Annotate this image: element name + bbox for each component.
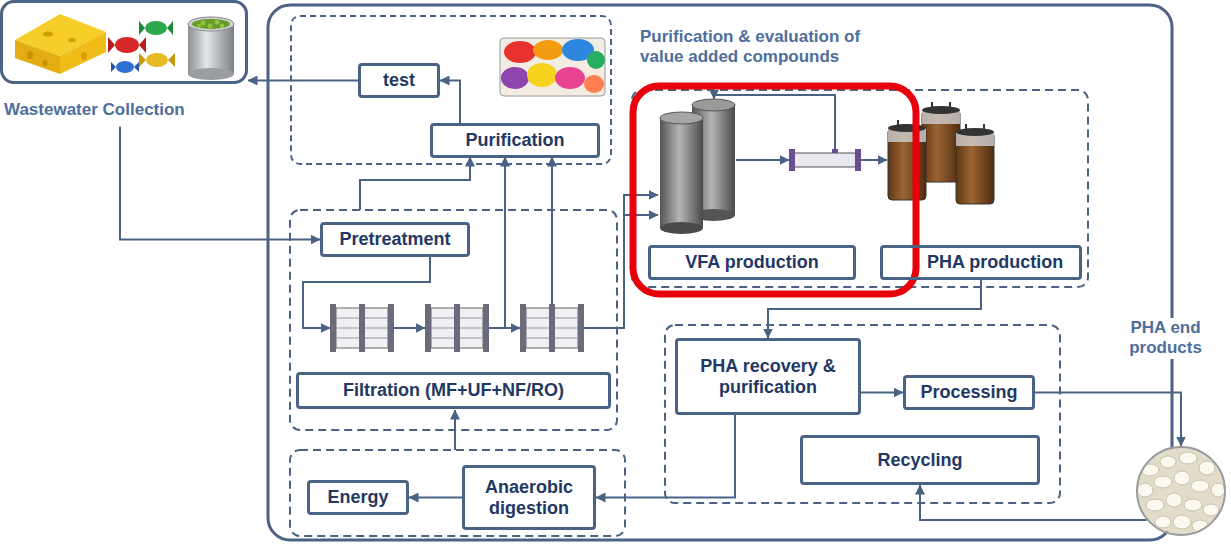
- box-label: Energy: [327, 487, 388, 508]
- pha-pellets-image: [1130, 440, 1231, 542]
- process-box: VFA production: [648, 245, 856, 280]
- membrane-tube: [789, 149, 861, 171]
- process-box: Purification: [430, 123, 600, 158]
- highlight-frame: [633, 86, 916, 294]
- vfa-tanks: [660, 99, 735, 234]
- connector-arrow: [409, 497, 462, 499]
- process-box: PHA production: [880, 245, 1082, 280]
- source-image-box: Wastewater Collection: [0, 0, 248, 84]
- outer-frame: [268, 5, 1172, 540]
- box-label: VFA production: [685, 252, 818, 273]
- dashed-group: Purification & evaluation of value added…: [290, 15, 612, 165]
- membrane-modules: [330, 304, 584, 352]
- connector-arrow: [768, 280, 981, 338]
- group-heading: Wastewater Collection: [4, 100, 244, 120]
- connector-arrow: [861, 392, 903, 394]
- pha-bioreactors: [888, 102, 994, 204]
- process-box: Pretreatment: [320, 222, 470, 257]
- connector-arrow: [1035, 393, 1181, 447]
- process-box: Anaerobic digestion: [462, 465, 596, 530]
- group-heading: PHA end products: [1118, 318, 1213, 359]
- box-label: Purification: [465, 130, 564, 151]
- coloured-powders-image: [500, 38, 605, 96]
- connector-arrow: [596, 415, 735, 498]
- process-box: Recycling: [800, 435, 1040, 485]
- process-box: PHA recovery & purification: [675, 338, 861, 415]
- product-image-circle: PHA end products: [1136, 446, 1226, 536]
- box-label: PHA production: [927, 252, 1063, 273]
- box-label: Processing: [920, 382, 1017, 403]
- box-label: Pretreatment: [339, 229, 450, 250]
- connector-arrow: [440, 81, 460, 124]
- process-box: Filtration (MF+UF+NF/RO): [296, 372, 611, 409]
- process-box: test: [358, 63, 440, 98]
- process-box: Energy: [307, 480, 409, 515]
- box-label: Filtration (MF+UF+NF/RO): [343, 380, 564, 401]
- dashed-groups: [290, 90, 1088, 536]
- process-box: Processing: [903, 375, 1035, 410]
- box-label: Anaerobic digestion: [473, 477, 585, 518]
- box-label: PHA recovery & purification: [686, 356, 850, 397]
- connector-arrow: [920, 485, 1147, 520]
- box-label: test: [383, 70, 415, 91]
- connector-arrow: [248, 80, 358, 82]
- group-heading: Purification & evaluation of value added…: [640, 27, 870, 68]
- box-label: Recycling: [877, 450, 962, 471]
- food-products-illustration: [15, 14, 234, 80]
